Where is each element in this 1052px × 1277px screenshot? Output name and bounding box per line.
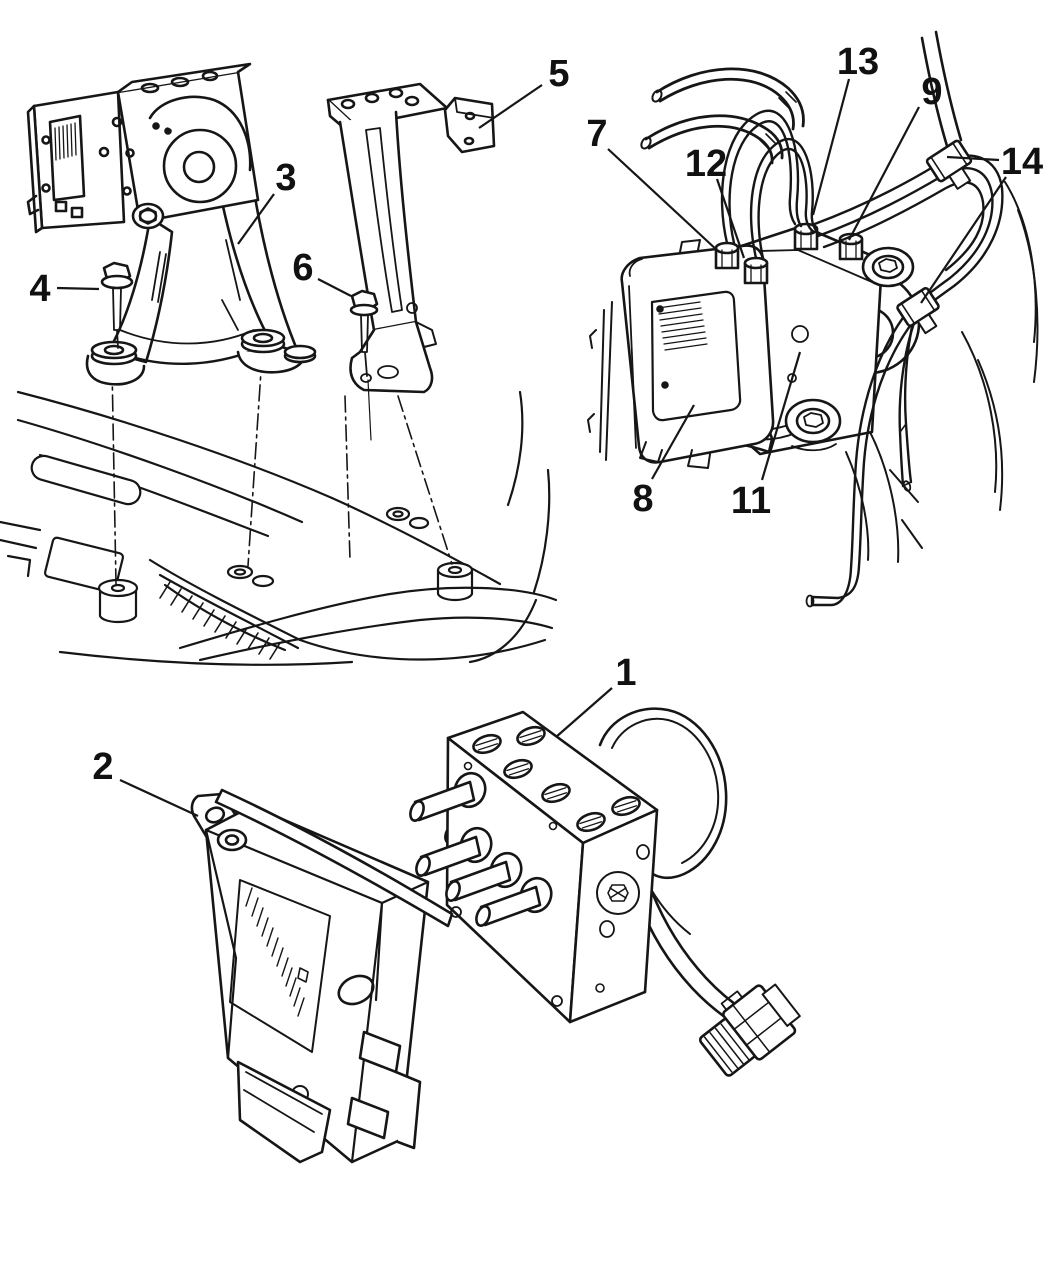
callout-2-leader xyxy=(119,779,199,817)
control-module-illustration xyxy=(190,788,454,1164)
tube-fitting xyxy=(743,256,769,285)
abs-ecu-box xyxy=(26,90,126,234)
mounting-bracket-5 xyxy=(326,82,496,441)
long-brake-tube xyxy=(805,309,918,608)
hcu-ports xyxy=(463,725,641,833)
callout-11-leader xyxy=(760,351,802,481)
abs-assembly-with-brake-lines xyxy=(587,30,1039,608)
tube-clip xyxy=(896,139,973,335)
bracket-pivot-bolt xyxy=(131,202,165,230)
callout-2-label: 2 xyxy=(92,746,113,788)
callout-14-leader xyxy=(946,155,1000,162)
callout-11-label: 11 xyxy=(731,480,771,522)
upper-mount-bolt xyxy=(861,246,915,288)
callout-13-label: 13 xyxy=(837,41,879,83)
callout-1-label: 1 xyxy=(615,652,636,694)
abs-ecu-right xyxy=(587,239,775,469)
brake-hoses xyxy=(640,67,805,165)
abs-pump-motor xyxy=(148,95,252,204)
callout-6-label: 6 xyxy=(292,247,313,289)
mount-boss xyxy=(97,506,474,624)
harness-connector xyxy=(698,983,801,1077)
callout-14-leader xyxy=(920,176,1007,304)
brake-tube xyxy=(920,36,949,148)
hcu-valve-pins-front xyxy=(409,771,553,927)
callout-8-leader xyxy=(651,404,695,480)
torx-screw xyxy=(607,884,629,902)
callout-12-label: 12 xyxy=(685,143,727,185)
tube-fittings xyxy=(714,222,864,285)
cowl-background-curves xyxy=(845,181,1039,563)
bolt-4 xyxy=(100,261,134,349)
module-side-tabs xyxy=(346,1030,422,1150)
callout-7-leader xyxy=(607,148,720,253)
callout-1-leader xyxy=(555,687,613,738)
module-label xyxy=(229,879,331,1053)
bracket-feet xyxy=(85,328,317,386)
callout-9-leader xyxy=(848,106,920,241)
brake-tube-loops xyxy=(720,109,822,260)
tube-fitting xyxy=(714,241,740,270)
callout-4-label: 4 xyxy=(29,268,50,310)
module-connector xyxy=(236,1060,332,1164)
alignment-centerlines xyxy=(111,355,453,585)
callout-12-leader xyxy=(715,178,746,259)
callout-6-leader xyxy=(317,278,352,297)
bracket-left-leg xyxy=(106,216,174,364)
brake-tube xyxy=(934,30,963,142)
bolt-6 xyxy=(349,289,379,441)
callout-14-label: 14 xyxy=(1001,141,1043,183)
module-hole xyxy=(337,974,375,1006)
callout-3-label: 3 xyxy=(275,157,296,199)
callout-5-leader xyxy=(478,84,543,129)
tube-fitting xyxy=(793,222,819,251)
hydraulic-control-unit-illustration xyxy=(409,707,801,1077)
abs-unit-on-bracket-illustration xyxy=(26,62,317,386)
callout-4-leader xyxy=(56,286,100,291)
callout-5-label: 5 xyxy=(548,53,569,95)
callout-13-leader xyxy=(811,78,851,216)
engine-bay-background xyxy=(0,355,558,666)
callout-7-label: 7 xyxy=(586,113,607,155)
callout-3-leader xyxy=(237,193,275,245)
hcu-right-face-details xyxy=(595,844,650,993)
callout-9-label: 9 xyxy=(921,71,942,113)
callout-8-label: 8 xyxy=(632,478,653,520)
